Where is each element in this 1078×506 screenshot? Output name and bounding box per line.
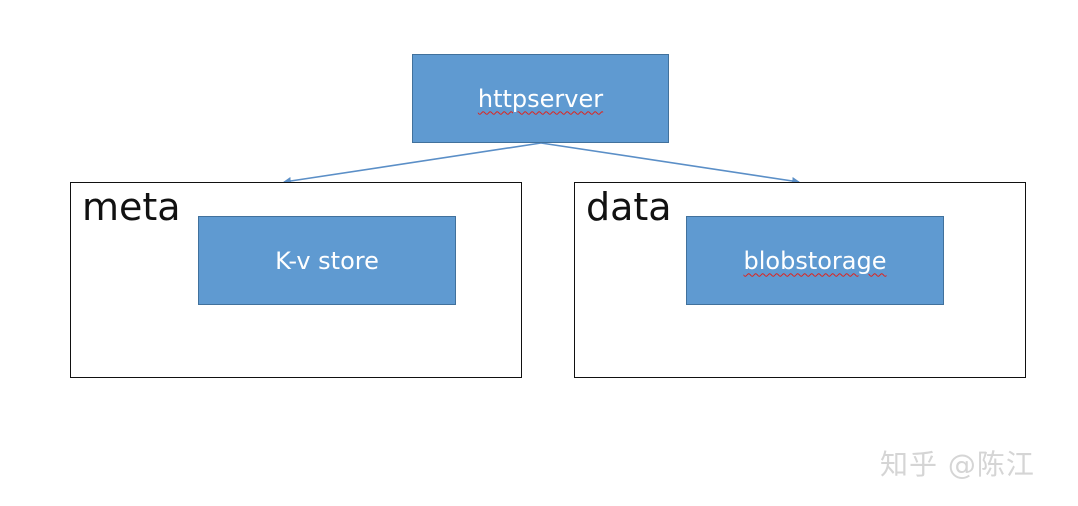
watermark-text: 知乎 @陈江 — [880, 448, 1035, 481]
httpserver-label: httpserver — [477, 84, 604, 113]
data-label: data — [586, 185, 672, 229]
arrow-to-data — [540, 142, 800, 185]
kv-store-label: K-v store — [275, 246, 379, 275]
httpserver-node: httpserver — [412, 54, 669, 143]
blobstorage-node: blobstorage — [686, 216, 944, 305]
blobstorage-label: blobstorage — [743, 246, 887, 275]
kv-store-node: K-v store — [198, 216, 456, 305]
arrow-to-meta — [283, 142, 542, 185]
meta-label: meta — [82, 185, 181, 229]
